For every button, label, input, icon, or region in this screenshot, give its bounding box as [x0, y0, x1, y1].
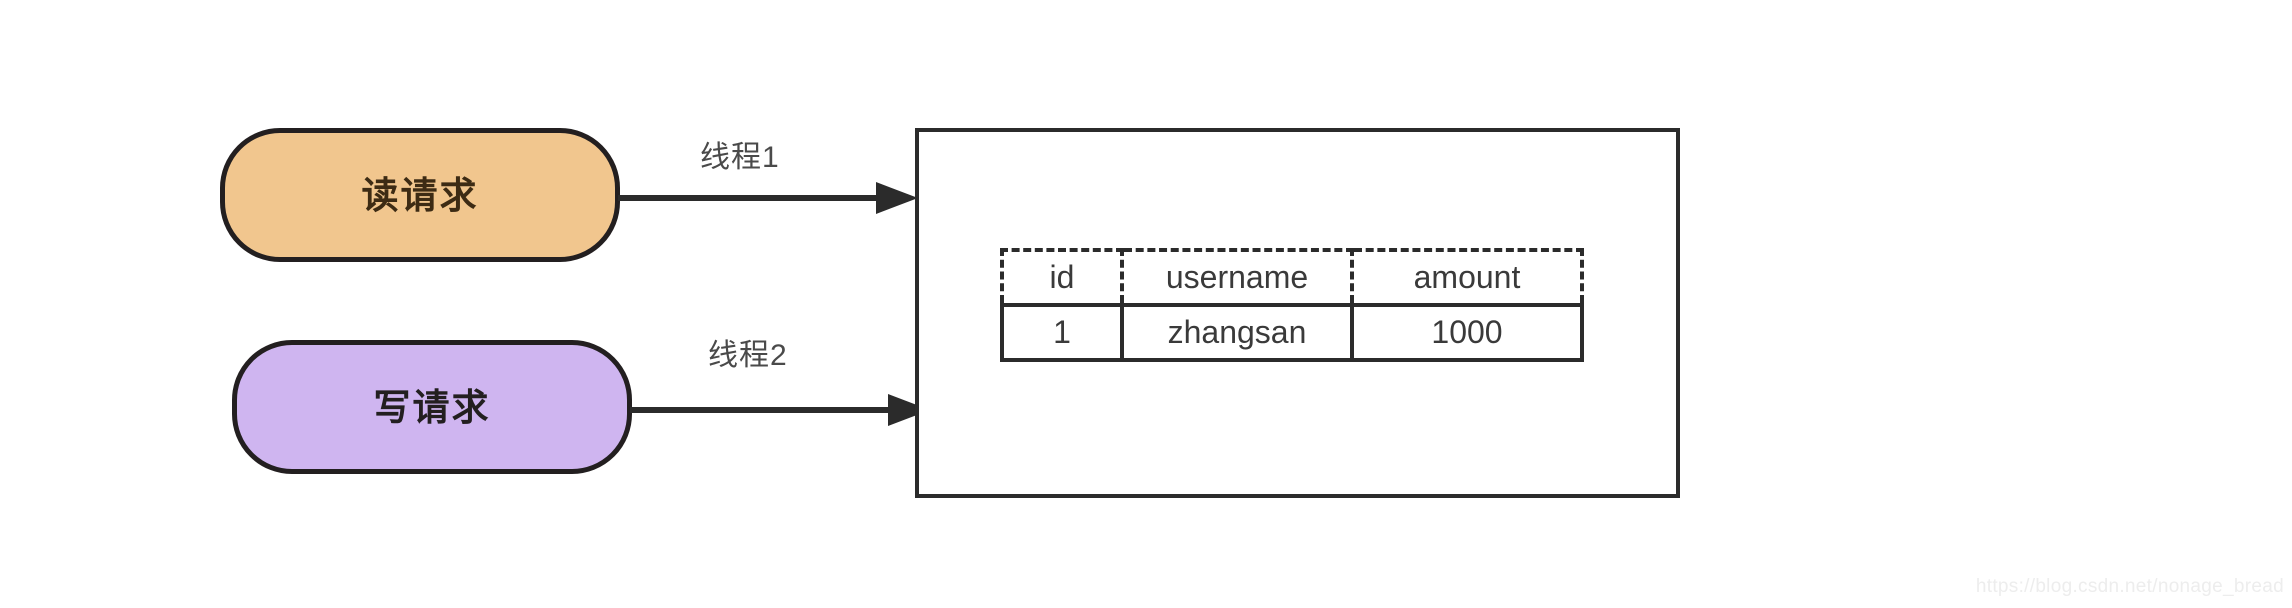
- table-row: 1 zhangsan 1000: [1000, 303, 1584, 362]
- record-table: id username amount 1 zhangsan 1000: [1000, 248, 1584, 362]
- table-header-row: id username amount: [1000, 248, 1584, 307]
- table-header-amount: amount: [1350, 248, 1584, 307]
- node-read-request[interactable]: 读请求: [220, 128, 620, 262]
- node-read-request-label: 读请求: [361, 174, 479, 216]
- node-write-request[interactable]: 写请求: [232, 340, 632, 474]
- table-cell-username: zhangsan: [1120, 303, 1354, 362]
- node-write-request-label: 写请求: [373, 386, 491, 428]
- table-header-username: username: [1120, 248, 1354, 307]
- arrow-thread-1: [618, 182, 918, 214]
- arrow-thread-2: [630, 394, 930, 426]
- watermark: https://blog.csdn.net/nonage_bread: [1975, 576, 2284, 597]
- arrow-label-thread-1: 线程1: [700, 141, 780, 174]
- table-header-id: id: [1000, 248, 1124, 307]
- arrow-label-thread-2: 线程2: [708, 339, 788, 372]
- table-cell-amount: 1000: [1350, 303, 1584, 362]
- table-cell-id: 1: [1000, 303, 1124, 362]
